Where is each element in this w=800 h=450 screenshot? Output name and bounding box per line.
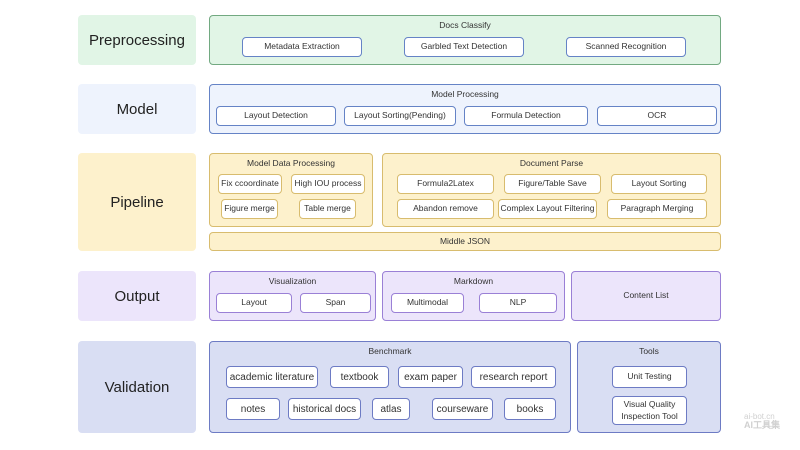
node-formula2latex: Formula2Latex	[397, 174, 494, 194]
group-title: Model Processing	[431, 89, 499, 99]
node-table-merge: Table merge	[299, 199, 356, 219]
node-figure-table-save: Figure/Table Save	[504, 174, 601, 194]
node-layout: Layout	[216, 293, 292, 313]
row-label-output: Output	[78, 271, 196, 321]
node-layout-sorting-pending: Layout Sorting(Pending)	[344, 106, 456, 126]
group-title: Tools	[639, 346, 659, 356]
node-span: Span	[300, 293, 371, 313]
content-list-box: Content List	[571, 271, 721, 321]
node-fix-coordinate: Fix ccoordinate	[218, 174, 282, 194]
node-layout-sorting: Layout Sorting	[611, 174, 707, 194]
node-paragraph-merging: Paragraph Merging	[607, 199, 707, 219]
group-title: Visualization	[268, 276, 317, 286]
node-visual-quality-inspection-tool: Visual Quality Inspection Tool	[612, 396, 687, 425]
node-research-report: research report	[471, 366, 556, 388]
group-title: Model Data Processing	[247, 158, 335, 168]
node-academic-literature: academic literature	[226, 366, 318, 388]
node-multimodal: Multimodal	[391, 293, 464, 313]
node-ocr: OCR	[597, 106, 717, 126]
node-unit-testing: Unit Testing	[612, 366, 687, 388]
group-title: Benchmark	[368, 346, 412, 356]
middle-json-bar: Middle JSON	[209, 232, 721, 251]
row-label-preprocessing: Preprocessing	[78, 15, 196, 65]
group-title: Markdown	[453, 276, 494, 286]
watermark-logo: ai-bot.cn AI工具集	[728, 413, 780, 430]
node-historical-docs: historical docs	[288, 398, 361, 420]
node-nlp: NLP	[479, 293, 557, 313]
node-garbled-text-detection: Garbled Text Detection	[404, 37, 524, 57]
row-label-model: Model	[78, 84, 196, 134]
row-label-validation: Validation	[78, 341, 196, 433]
node-complex-layout-filtering: Complex Layout Filtering	[498, 199, 597, 219]
node-books: books	[504, 398, 556, 420]
node-exam-paper: exam paper	[398, 366, 463, 388]
node-textbook: textbook	[330, 366, 389, 388]
node-courseware: courseware	[432, 398, 493, 420]
node-high-iou-process: High IOU process	[291, 174, 365, 194]
node-notes: notes	[226, 398, 280, 420]
node-metadata-extraction: Metadata Extraction	[242, 37, 362, 57]
group-title: Docs Classify	[439, 20, 491, 30]
group-title: Document Parse	[519, 158, 584, 168]
watermark-line1: ai-bot.cn	[744, 412, 775, 421]
node-layout-detection: Layout Detection	[216, 106, 336, 126]
node-atlas: atlas	[372, 398, 410, 420]
row-label-pipeline: Pipeline	[78, 153, 196, 251]
watermark-line2: AI工具集	[744, 420, 781, 430]
node-formula-detection: Formula Detection	[464, 106, 588, 126]
node-figure-merge: Figure merge	[221, 199, 278, 219]
node-scanned-recognition: Scanned Recognition	[566, 37, 686, 57]
node-abandon-remove: Abandon remove	[397, 199, 494, 219]
